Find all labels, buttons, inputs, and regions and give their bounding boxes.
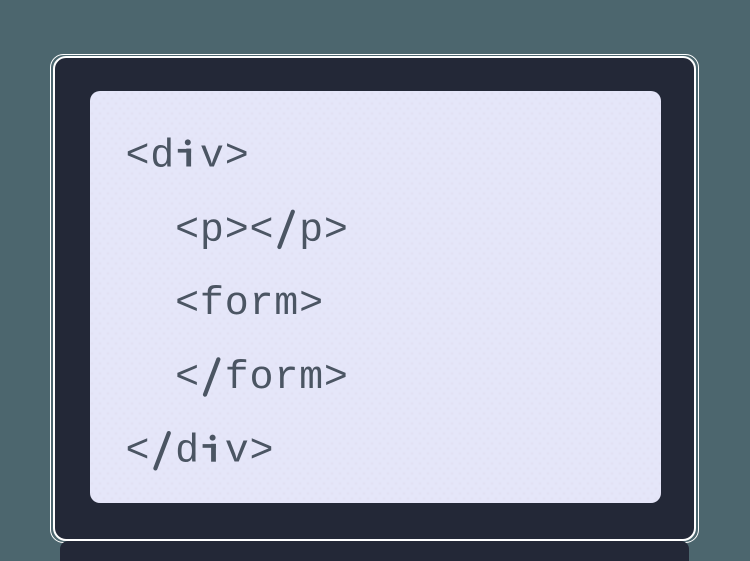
svg-text:</div>: </div> — [125, 430, 274, 475]
svg-text:<form>: <form> — [175, 282, 324, 327]
svg-text:<p></p>: <p></p> — [175, 209, 349, 254]
